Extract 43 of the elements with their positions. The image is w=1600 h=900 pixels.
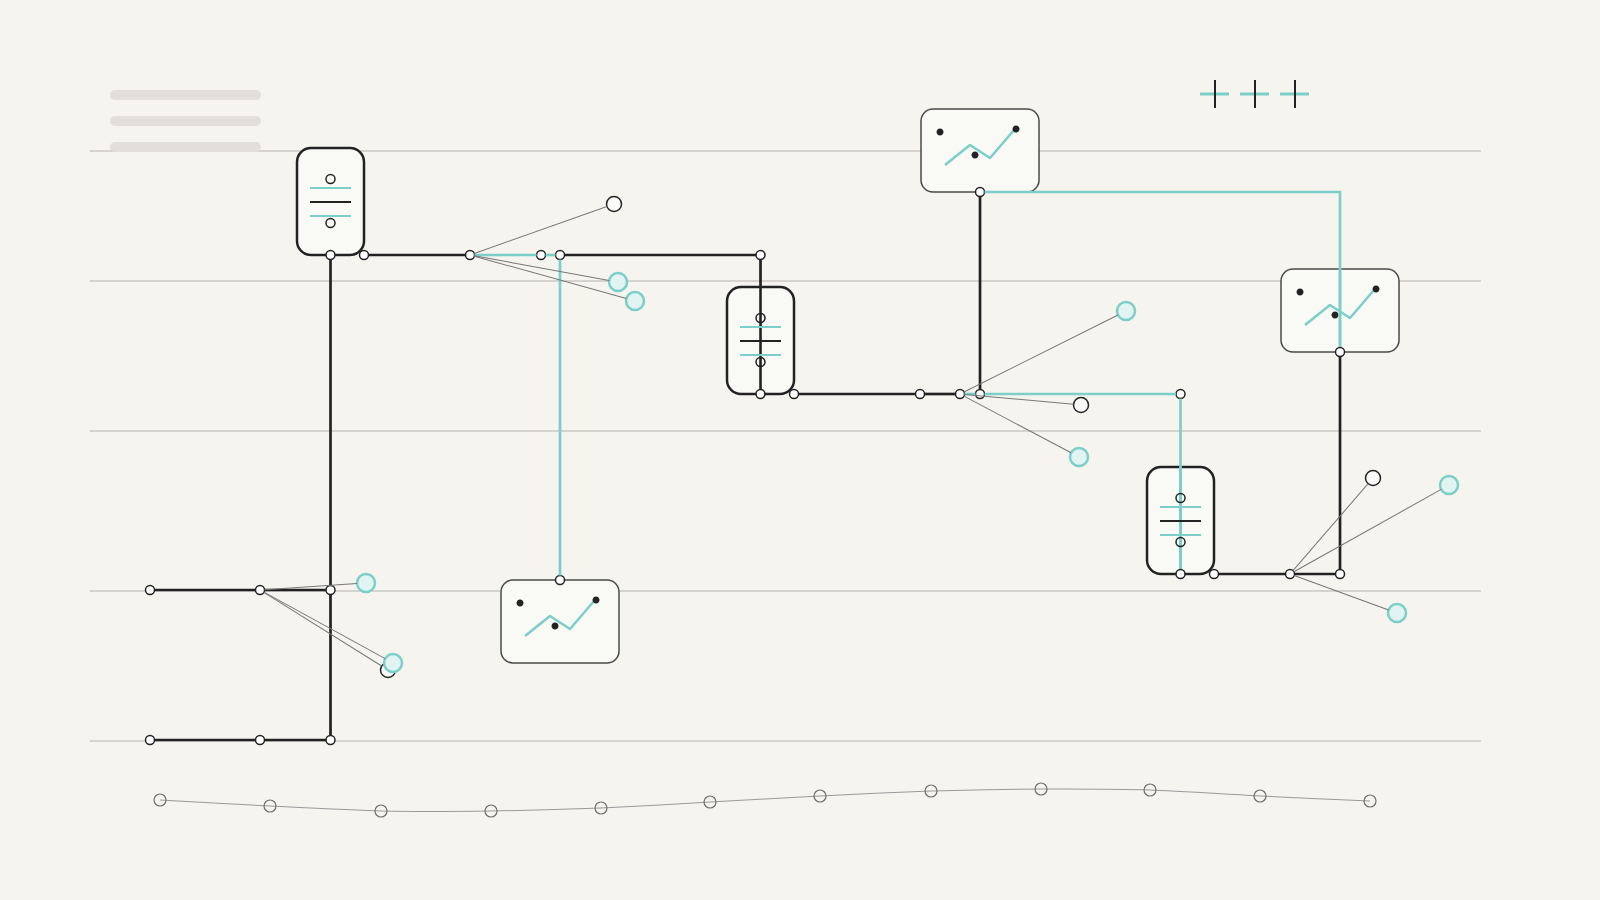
wire [154,738,256,742]
end-circle [1386,602,1408,624]
end-circle [624,290,646,312]
wire [924,392,956,396]
end-circle [382,652,404,674]
wire [984,392,1176,396]
leader-line [963,314,1119,393]
wire [1294,572,1336,576]
leader-line [963,395,1072,454]
wire [368,253,466,257]
end-circle [1068,446,1090,468]
end-circle [1115,300,1137,322]
wire [1338,356,1342,570]
leader-line [473,206,608,254]
wire [759,259,762,287]
wire [329,594,332,736]
end-circle [1438,474,1460,496]
leader-line [264,583,358,591]
end-circle [1072,396,1090,414]
wire [564,253,756,257]
leader-line [1292,483,1369,572]
end-circle [605,195,623,213]
leader-line [473,255,610,281]
wire [798,392,916,396]
leader-line [1293,488,1442,573]
wire [984,190,1342,269]
wire [329,259,332,586]
wire [264,738,326,742]
wire [1218,572,1286,576]
wire [964,392,976,396]
wire [474,253,537,257]
wire [154,588,256,592]
wire [978,196,982,390]
leader-line [1293,575,1390,611]
leader-line [964,393,1075,405]
end-circle [1364,469,1382,487]
leader-line [473,255,627,300]
end-circle [607,271,629,293]
end-circle [355,572,377,594]
wire [545,253,556,257]
wire [264,588,326,592]
wire [558,259,562,576]
wire [1179,398,1182,467]
